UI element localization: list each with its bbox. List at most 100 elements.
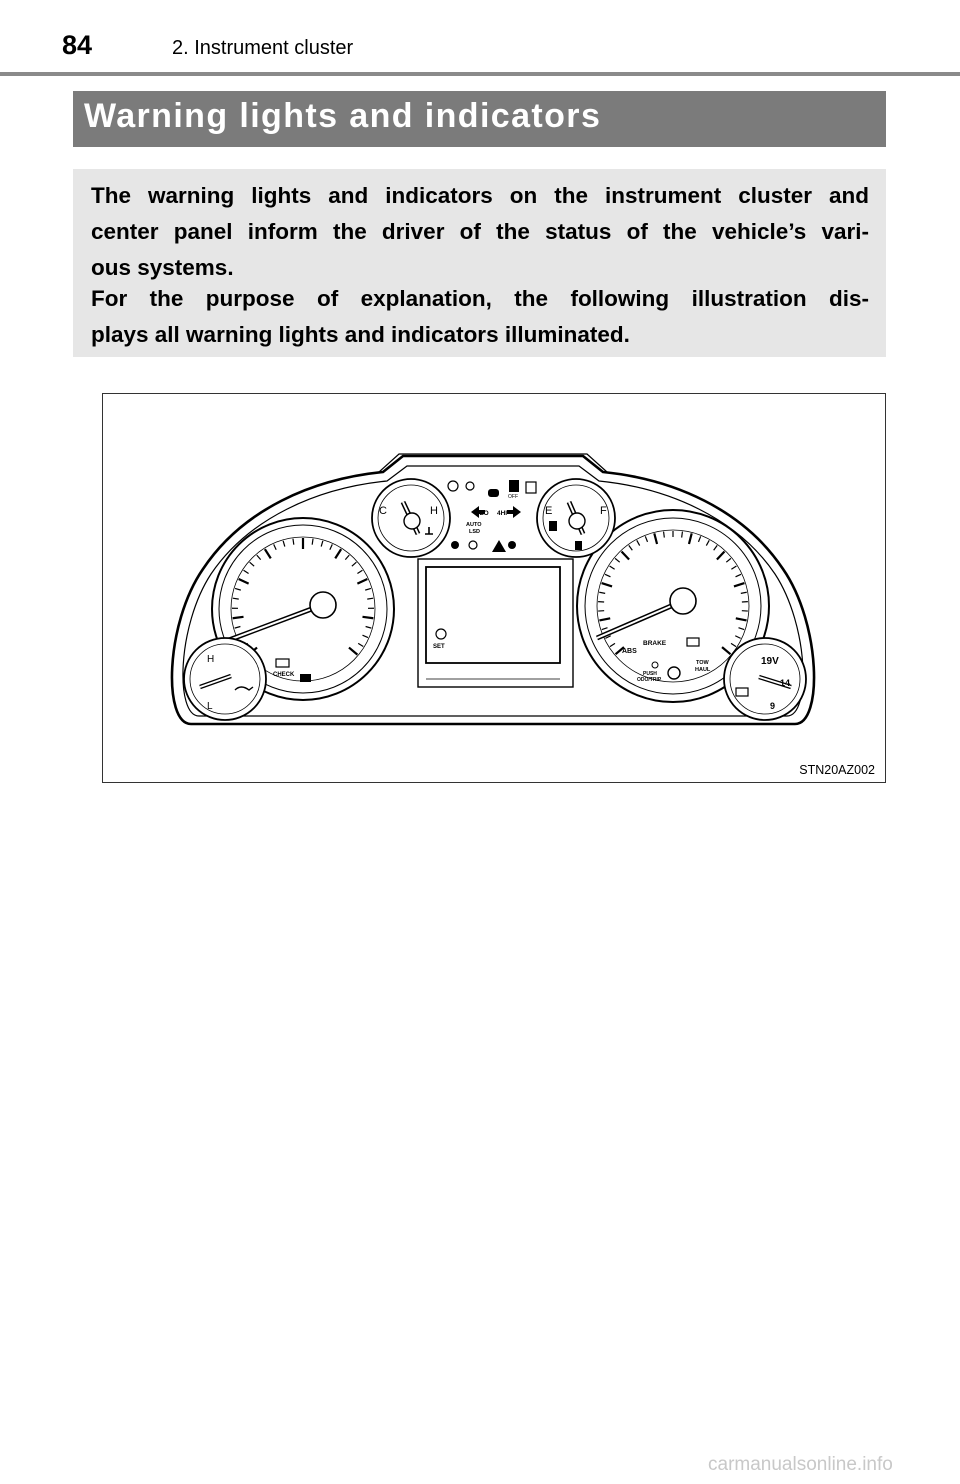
gauge-tick xyxy=(735,617,747,622)
abs-label: ABS xyxy=(622,648,637,655)
odotrip-label: ODO/TRIP xyxy=(637,677,662,683)
volt-19v-label: 19V xyxy=(761,656,779,667)
intro-line: center panel inform the driver of the st… xyxy=(91,219,869,244)
gauge-tick xyxy=(734,635,741,639)
gauge-tick xyxy=(725,557,732,563)
fuel-gauge: E F xyxy=(536,478,616,558)
cruise-control-icon xyxy=(435,628,447,640)
tire-pressure-icon xyxy=(447,480,459,492)
gauge-tick xyxy=(614,646,625,656)
left-turn-icon xyxy=(471,506,485,518)
gauge-tick xyxy=(243,569,249,574)
intro-line: ous systems. xyxy=(91,255,234,280)
gauge-tick xyxy=(256,554,262,561)
gauge-tick xyxy=(628,545,633,551)
intro-box: The warning lights and indicators on the… xyxy=(73,169,886,357)
volt-14-label: 14 xyxy=(780,678,790,688)
gauge-tick xyxy=(713,545,718,551)
oil-h-label: H xyxy=(207,654,214,665)
fuel-f-label: F xyxy=(600,505,607,517)
gauge-tick xyxy=(605,635,612,639)
gauge-tick xyxy=(601,582,613,588)
seatbelt-display-icon xyxy=(525,481,537,494)
speedometer-indicators: ABS BRAKE TOW HAUL PUSH ODO/TRIP xyxy=(622,637,711,683)
gauge-tick xyxy=(365,587,372,591)
fuel-pump-icon xyxy=(549,521,557,531)
gauge-tick xyxy=(609,642,616,648)
instrument-cluster-figure: C H E F H L xyxy=(102,393,886,783)
intro-line: For the purpose of explanation, the foll… xyxy=(91,286,869,311)
oil-pressure-gauge: H L xyxy=(183,637,267,721)
gauge-tick xyxy=(329,544,333,551)
voltmeter-gauge: 19V 14 9 xyxy=(723,637,807,721)
odo-trip-button xyxy=(667,666,681,680)
temp-c-label: C xyxy=(379,505,387,517)
gauge-tick xyxy=(604,573,611,578)
gauge-tick xyxy=(735,573,742,578)
gauge-tick xyxy=(599,617,611,622)
gauge-tick xyxy=(362,634,369,639)
oil-can-icon xyxy=(234,686,254,691)
oil-l-label: L xyxy=(207,701,213,712)
gauge-tick xyxy=(357,569,363,574)
gauge-tick xyxy=(282,540,286,547)
gauge-tick xyxy=(348,646,359,656)
high-beam-icon xyxy=(488,489,499,497)
gauge-tick xyxy=(311,538,314,545)
gauge-tick xyxy=(249,561,255,567)
page-title: Warning lights and indicators xyxy=(84,97,602,135)
gauge-tick xyxy=(263,548,272,559)
gauge-tick xyxy=(599,591,606,594)
charging-icon xyxy=(686,637,700,647)
gauge-tick xyxy=(356,577,368,585)
battery-icon xyxy=(735,687,749,697)
seatbelt-reminder-icon xyxy=(468,540,478,550)
security-icon xyxy=(300,674,311,682)
figure-code: STN20AZ002 xyxy=(799,763,875,777)
gauge-tick xyxy=(681,531,684,538)
temperature-gauge: C H xyxy=(371,478,451,558)
gauge-tick xyxy=(273,544,277,551)
header-divider xyxy=(0,72,960,76)
gauge-tick xyxy=(320,540,324,547)
set-label: SET xyxy=(433,644,445,650)
temp-h-label: H xyxy=(430,505,438,517)
gauge-tick xyxy=(357,642,364,648)
gauge-tick xyxy=(662,531,665,538)
gauge-tick xyxy=(232,615,244,620)
gauge-tick xyxy=(653,533,659,545)
brake-label: BRAKE xyxy=(643,640,667,647)
gauge-tick xyxy=(351,561,357,567)
cluster-top-visor xyxy=(378,453,608,473)
page-number: 84 xyxy=(62,30,93,60)
lsd-label: LSD xyxy=(469,529,480,535)
gauge-tick xyxy=(609,565,615,570)
section-title: 2. Instrument cluster xyxy=(172,37,354,59)
gauge-tick xyxy=(234,625,241,629)
instrument-cluster-illustration: C H E F H L xyxy=(170,453,816,726)
low-fuel-icon xyxy=(575,541,582,550)
intro-line: The warning lights and indicators on the… xyxy=(91,183,869,208)
tachometer-indicators: CHECK xyxy=(273,658,311,682)
master-warning-icon xyxy=(492,540,506,552)
gauge-tick xyxy=(730,642,737,648)
gauge-tick xyxy=(644,536,649,543)
speedometer-gauge xyxy=(576,509,770,703)
gauge-tick xyxy=(731,565,737,570)
watermark: carmanualsonline.info xyxy=(708,1454,893,1475)
gauge-tick xyxy=(614,557,621,563)
cluster-bezel-outer xyxy=(170,454,816,726)
airbag-icon xyxy=(508,541,516,549)
gauge-tick xyxy=(687,533,693,545)
gauge-tick xyxy=(705,540,710,546)
tow-label: TOW xyxy=(696,660,710,666)
gauge-tick xyxy=(238,577,250,585)
cruise-set-indicator: SET xyxy=(433,628,447,650)
gauge-tick xyxy=(234,587,241,591)
right-turn-icon xyxy=(507,506,521,518)
vsc-off-label: OFF xyxy=(508,494,518,500)
auto-label: AUTO xyxy=(466,522,482,528)
gauge-tick xyxy=(733,582,745,588)
haul-label: HAUL xyxy=(695,667,711,673)
gauge-tick xyxy=(620,550,630,561)
